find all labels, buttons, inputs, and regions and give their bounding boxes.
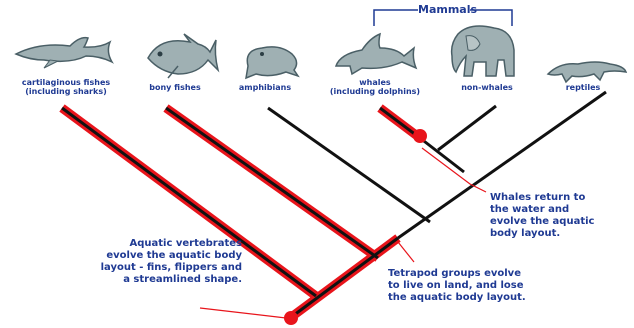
annotation-whales-return: Whales return to the water and evolve th… <box>490 192 620 240</box>
taxon-label-bony: bony fishes <box>140 83 210 92</box>
mammals-label: Mammals <box>418 3 470 16</box>
fish-icon <box>148 34 218 78</box>
taxon-label-nonwhales: non-whales <box>452 83 522 92</box>
aquatic-branches <box>62 108 420 318</box>
whale-return-dot <box>413 129 427 143</box>
elephant-icon <box>452 26 514 76</box>
annotation-tetrapod: Tetrapod groups evolve to live on land, … <box>388 268 568 304</box>
aquatic-origin-dot <box>284 311 298 325</box>
taxon-label-whales: whales (including dolphins) <box>312 78 438 96</box>
taxon-label-reptiles: reptiles <box>548 83 618 92</box>
frog-icon <box>246 47 298 78</box>
dolphin-icon <box>336 34 416 74</box>
taxon-label-amphibians: amphibians <box>228 83 302 92</box>
lizard-icon <box>548 62 626 82</box>
taxon-label-sharks: cartilaginous fishes (including sharks) <box>6 78 126 96</box>
annotation-aquatic: Aquatic vertebrates evolve the aquatic b… <box>62 238 242 286</box>
shark-icon <box>16 38 112 68</box>
